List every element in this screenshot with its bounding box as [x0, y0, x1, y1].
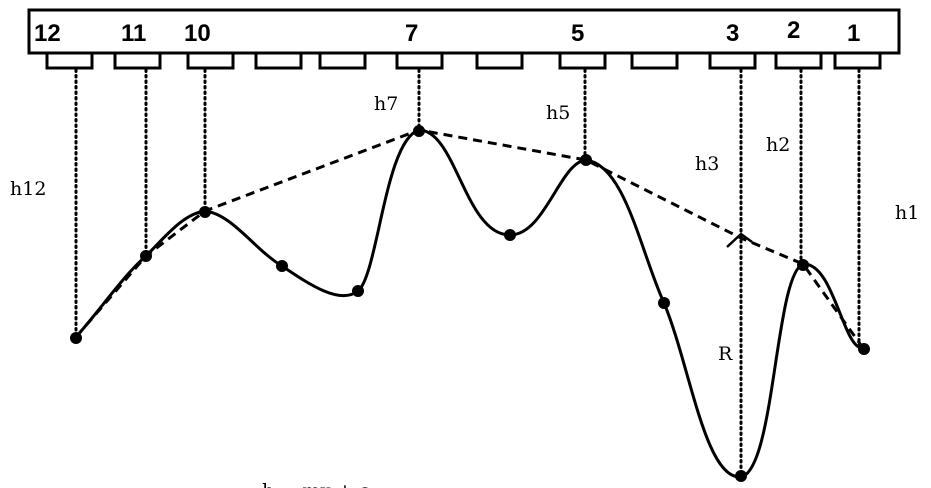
point [276, 260, 288, 272]
height-label-h3: h3 [695, 153, 719, 175]
sensor-tab [318, 51, 367, 70]
point [735, 470, 747, 482]
point [70, 332, 82, 344]
point [797, 259, 809, 271]
bar-number-10: 10 [184, 20, 211, 47]
sensor-tab [254, 51, 303, 70]
sensor-tab [630, 51, 679, 70]
caret-mark [726, 232, 753, 248]
sensor-tab-1 [833, 51, 882, 70]
bar-number-3: 3 [726, 20, 739, 47]
bar-number-7: 7 [405, 20, 418, 47]
hull-line [74, 128, 865, 349]
bar-number-11: 11 [121, 20, 146, 47]
point [352, 285, 364, 297]
sensor-tab-11 [113, 51, 162, 70]
sensor-tab-12 [45, 51, 94, 70]
sensor-tab [475, 51, 524, 70]
bar-number-2: 2 [787, 17, 800, 44]
bar-number-12: 12 [34, 20, 61, 47]
sensor-tab-5 [558, 51, 607, 70]
drop-lines [74, 68, 861, 478]
height-label-h2: h2 [766, 134, 790, 156]
bar-number-1: 1 [847, 20, 860, 47]
data-points [70, 125, 870, 482]
height-label-h1: h1 [895, 202, 919, 224]
bar-number-5: 5 [571, 20, 584, 47]
sensor-tab-10 [186, 51, 235, 70]
height-label-h7: h7 [374, 93, 398, 115]
sensor-tab-7 [395, 51, 444, 70]
top-bar [27, 8, 901, 55]
point [140, 250, 152, 262]
point [199, 206, 211, 218]
point [580, 154, 592, 166]
point [858, 343, 870, 355]
height-label-h5: h5 [546, 102, 570, 124]
point [658, 297, 670, 309]
sensor-tab-2 [774, 51, 823, 70]
sensor-tabs [45, 51, 882, 70]
formula: h = mx + c [262, 480, 370, 488]
sensor-tab-3 [708, 51, 757, 70]
point [504, 229, 516, 241]
height-label-h12: h12 [10, 178, 46, 200]
point [413, 125, 425, 137]
residual-label: R [718, 343, 733, 365]
signal-curve [74, 128, 864, 479]
